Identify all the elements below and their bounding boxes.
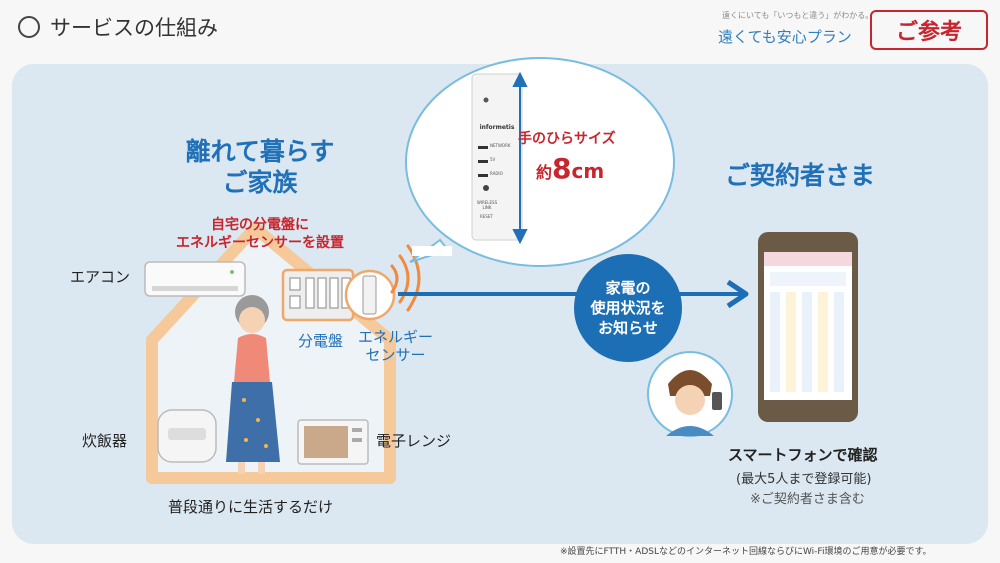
air-conditioner-label: エアコン (70, 268, 131, 286)
size-number: 8 (552, 152, 572, 185)
device-brand: informetis (479, 124, 515, 131)
max-users-note: (最大5人まで登録可能) (736, 472, 872, 487)
family-title-line1: 離れて暮らす (185, 137, 335, 166)
connection-arrow (398, 279, 749, 309)
notify-line1: 家電の (605, 279, 651, 297)
size-value: 約8cm (536, 152, 604, 185)
contractor-title: ご契約者さま (724, 161, 875, 190)
smartphone-icon (758, 232, 858, 422)
microwave-icon (297, 419, 369, 465)
notify-line3: お知らせ (598, 319, 658, 337)
install-note-line2: エネルギーセンサーを設置 (176, 235, 344, 251)
logo-name: 遠くても安心プラン (718, 28, 852, 46)
daily-life-note: 普段通りに生活するだけ (168, 498, 334, 516)
energy-sensor-label-line1: エネルギー (358, 328, 434, 346)
family-title-line2: ご家族 (222, 168, 298, 197)
wireless-signal-icon (390, 244, 421, 312)
install-note: 自宅の分電盤に エネルギーセンサーを設置 (160, 216, 360, 252)
logo-tagline: 遠くにいても「いつもと違う」がわかる。 (722, 11, 874, 20)
includes-contractor-note: ※ご契約者さま含む (750, 492, 865, 507)
device-port-5v: 5V (490, 157, 496, 162)
device-port-wireless: WIRELESS LINK (476, 200, 498, 210)
size-prefix: 約 (536, 163, 553, 182)
device-port-reset: RESET (480, 214, 493, 219)
size-unit: cm (571, 159, 605, 183)
energy-sensor-device (471, 73, 523, 241)
device-port-radio: RADIO (490, 171, 503, 176)
distribution-board-icon (281, 268, 355, 322)
microwave-label: 電子レンジ (376, 432, 452, 450)
distribution-board-label: 分電盤 (298, 332, 344, 350)
notify-circle: 家電の 使用状況を お知らせ (574, 254, 682, 362)
notify-line2: 使用状況を (590, 299, 666, 317)
elderly-woman-icon (226, 295, 280, 474)
rice-cooker-label: 炊飯器 (82, 432, 128, 450)
air-conditioner-icon (144, 261, 246, 297)
size-dimension-arrow (512, 71, 528, 245)
footnote: ※設置先にFTTH・ADSLなどのインターネット回線ならびにWi-Fi環境のご用… (560, 547, 932, 557)
energy-sensor-label: エネルギー センサー (358, 328, 433, 364)
energy-sensor-icon (344, 269, 396, 321)
install-note-line1: 自宅の分電盤に (211, 217, 309, 233)
page-title-text: サービスの仕組み (50, 16, 218, 40)
energy-sensor-label-line2: センサー (365, 346, 426, 364)
device-port-network: NETWORK (490, 143, 511, 148)
reference-badge: ご参考 (870, 10, 988, 50)
circle-bullet-icon (18, 16, 40, 38)
size-label: 手のひらサイズ (518, 131, 616, 147)
man-with-phone-icon (647, 351, 733, 437)
page-title: サービスの仕組み (18, 12, 218, 42)
family-title: 離れて暮らす ご家族 (150, 136, 370, 198)
smartphone-check-label: スマートフォンで確認 (728, 446, 878, 464)
rice-cooker-icon (157, 409, 217, 463)
